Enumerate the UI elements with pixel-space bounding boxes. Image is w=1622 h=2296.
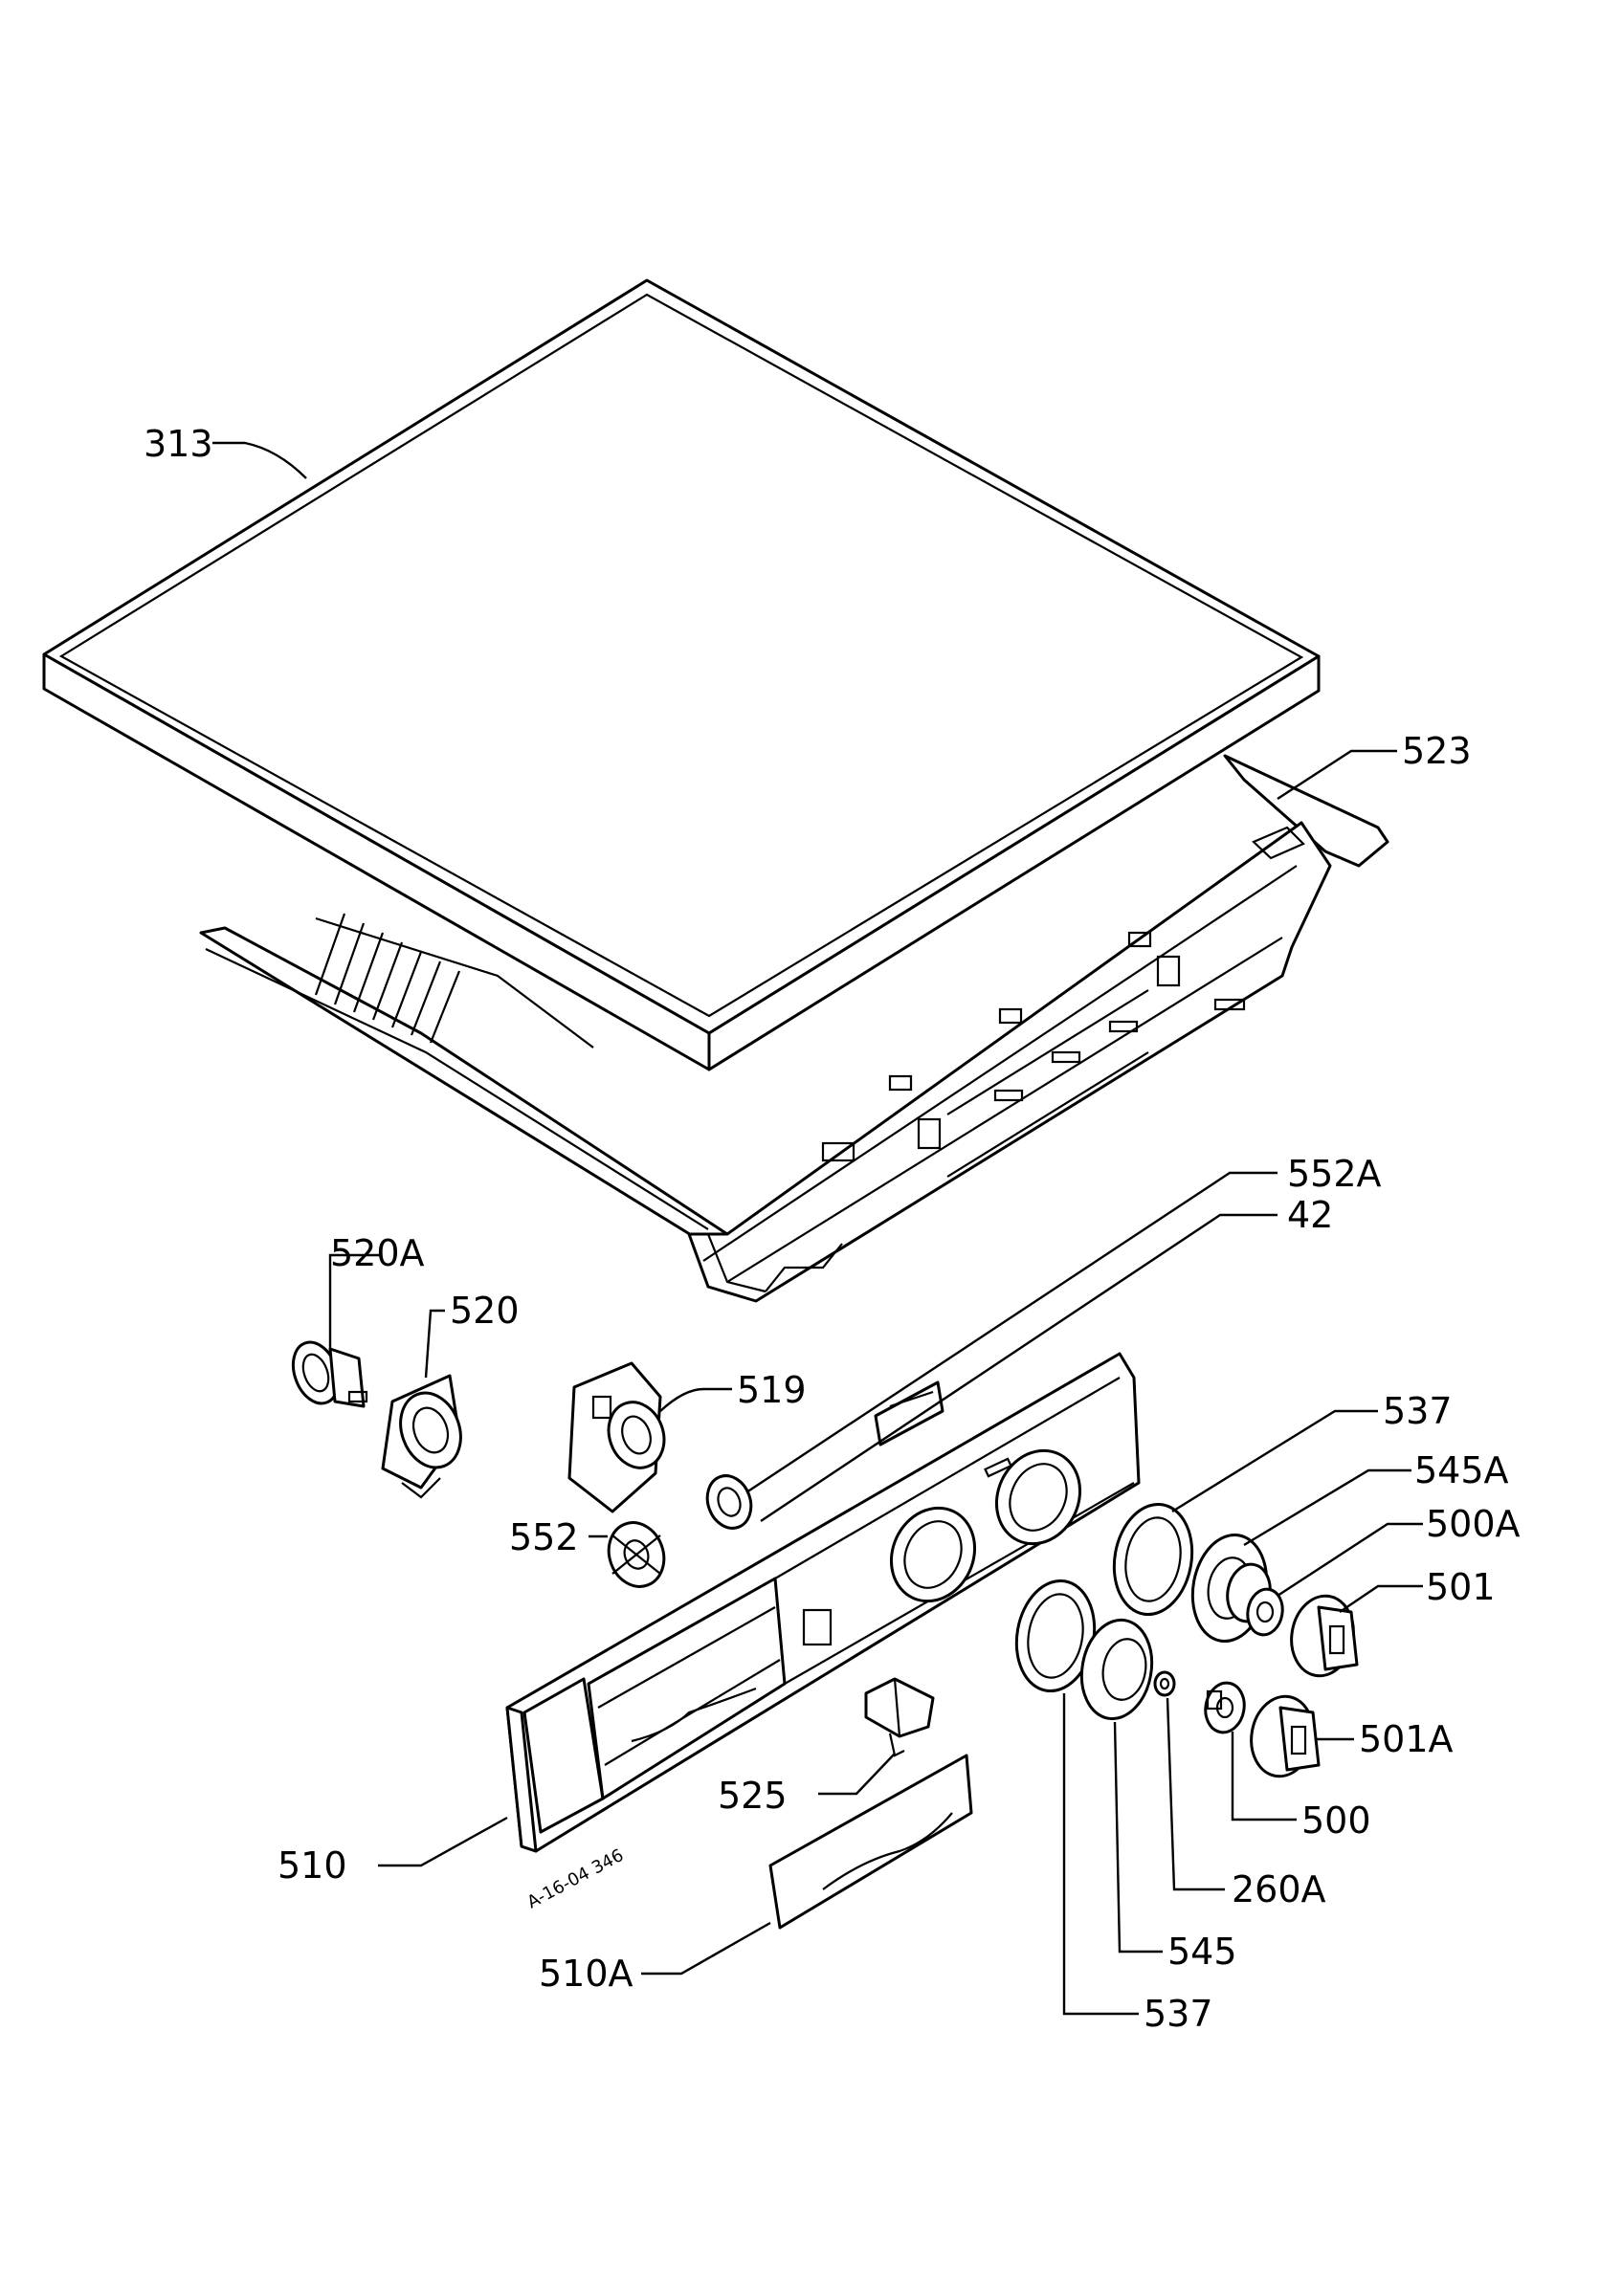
part-313-worktop [42, 278, 1321, 1071]
label-500A: 500A [1426, 1503, 1521, 1545]
part-545 [1079, 1618, 1154, 1721]
part-260A-screw [1153, 1670, 1176, 1697]
part-501A-knob [1250, 1694, 1321, 1778]
label-523: 523 [1402, 730, 1472, 772]
label-520: 520 [450, 1290, 520, 1332]
part-537-top [1112, 1502, 1194, 1617]
label-510: 510 [278, 1844, 347, 1887]
label-545: 545 [1167, 1931, 1237, 1973]
label-552A: 552A [1287, 1153, 1382, 1195]
label-500: 500 [1301, 1799, 1371, 1842]
drawing-number: A-16-04 346 [523, 1845, 627, 1913]
label-510A: 510A [539, 1953, 633, 1995]
part-537-bottom [1014, 1578, 1097, 1693]
part-501-knob [1290, 1594, 1359, 1678]
label-42: 42 [1287, 1194, 1333, 1236]
part-520A [291, 1340, 368, 1408]
label-501A: 501A [1359, 1718, 1454, 1760]
label-545A: 545A [1414, 1449, 1509, 1491]
part-552 [607, 1521, 666, 1588]
part-525 [864, 1677, 935, 1757]
part-523-frame [199, 754, 1389, 1303]
part-labels: 313 523 552A 42 520A 520 519 537 545A 50… [144, 423, 1521, 2035]
part-500A [1246, 1587, 1284, 1637]
label-313: 313 [144, 423, 213, 465]
part-519 [567, 1361, 666, 1513]
leader-lines [212, 441, 1423, 2016]
part-500 [1204, 1681, 1246, 1734]
part-520 [381, 1374, 462, 1499]
label-519: 519 [737, 1369, 807, 1411]
part-42-ring [705, 1474, 753, 1530]
label-537-top: 537 [1383, 1390, 1453, 1432]
label-260A: 260A [1232, 1868, 1326, 1910]
label-552: 552 [509, 1516, 579, 1558]
part-510-fascia: A-16-04 346 [505, 1352, 1141, 1913]
label-525: 525 [718, 1775, 788, 1817]
label-537-bottom: 537 [1144, 1993, 1213, 2035]
label-501: 501 [1426, 1566, 1496, 1608]
label-520A: 520A [330, 1232, 425, 1274]
part-510A-insert [768, 1754, 973, 1930]
